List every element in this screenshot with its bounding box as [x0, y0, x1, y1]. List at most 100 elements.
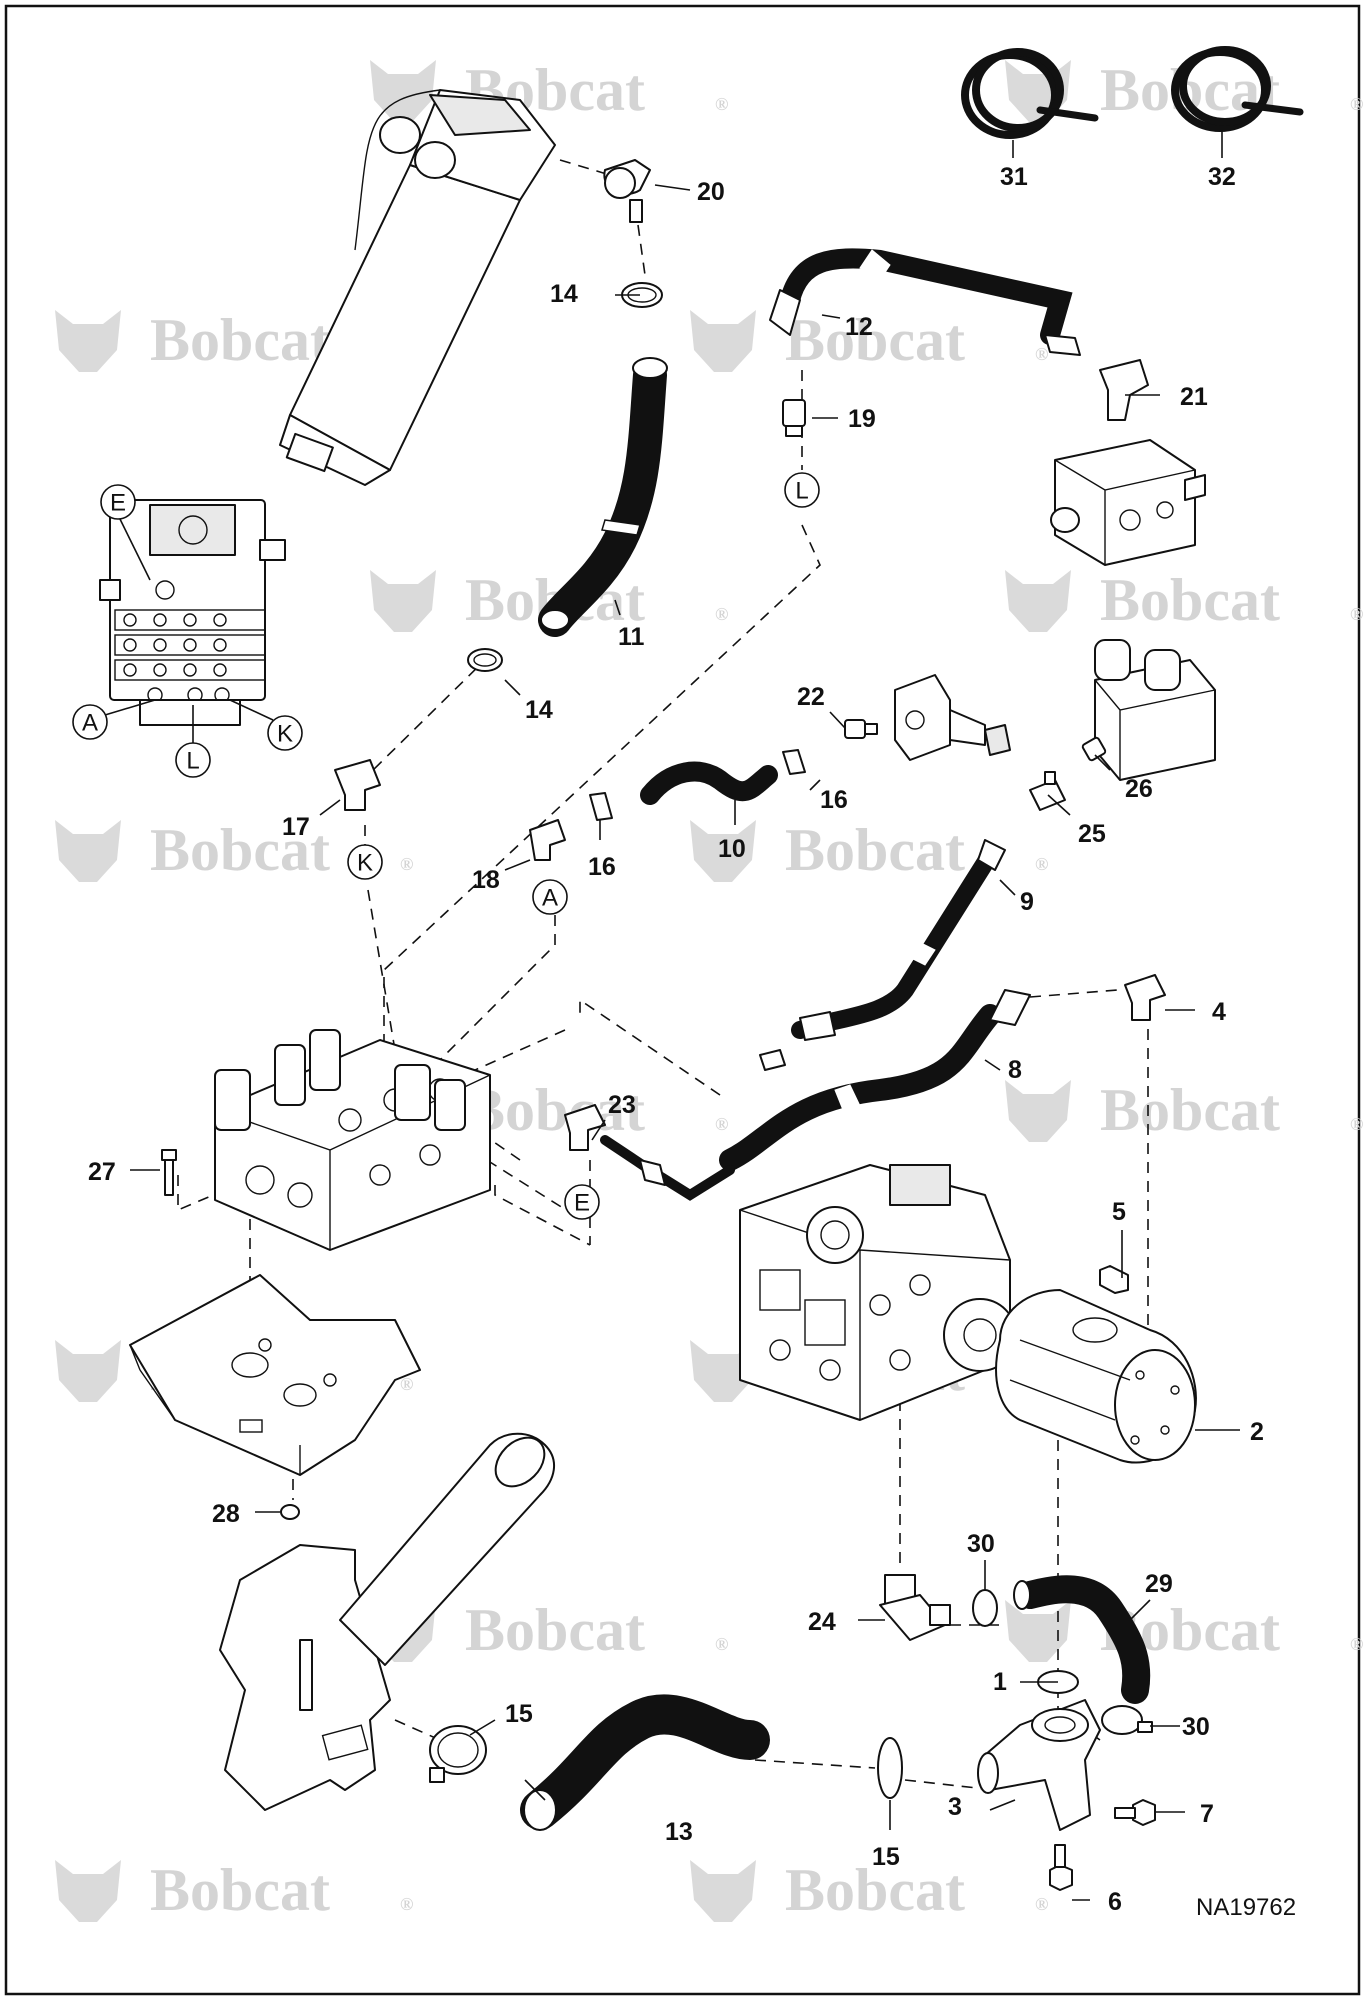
adapter-fitting-19 [782, 399, 806, 437]
connector-k-inset: K [229, 699, 303, 751]
elbow-fitting-20 [603, 159, 651, 223]
callout-21: 21 [1180, 383, 1208, 411]
hose-clamp-14-mid [467, 648, 503, 672]
hose-clamp-16-left [589, 792, 613, 821]
hose-clamp-30-lower [1101, 1705, 1153, 1735]
callout-12: 12 [845, 313, 873, 341]
bobcat-watermark: Bobcat® [1005, 567, 1363, 633]
callout-23: 23 [608, 1091, 636, 1119]
drawing-reference: NA19762 [1196, 1894, 1296, 1921]
bobcat-logo-icon [55, 1860, 121, 1922]
registered-mark: ® [1035, 344, 1048, 364]
callout-14-top: 14 [550, 280, 578, 308]
bobcat-watermark-text: Bobcat [785, 1857, 965, 1923]
callout-5: 5 [1112, 1198, 1126, 1226]
bolt-27 [161, 1149, 177, 1196]
hydraulic-hose-8 [719, 989, 1031, 1171]
callout-25: 25 [1078, 820, 1106, 848]
leader-lines [130, 130, 1240, 1901]
elbow-fitting-23 [564, 1104, 606, 1151]
callout-15-right: 15 [872, 1843, 900, 1871]
hose-clamp-15-left [429, 1725, 487, 1783]
bobcat-watermark-text: Bobcat [150, 307, 330, 373]
gear-pump-2 [995, 1289, 1197, 1464]
connector-a-inset: A [72, 699, 156, 740]
bobcat-watermark: Bobcat® [55, 1857, 413, 1923]
callout-19: 19 [848, 405, 876, 433]
elbow-fitting-17 [334, 759, 381, 811]
svg-text:L: L [795, 478, 808, 505]
bolt-5 [1099, 1265, 1129, 1294]
callout-17: 17 [282, 813, 310, 841]
svg-text:E: E [574, 1190, 590, 1217]
bobcat-logo-icon [55, 310, 121, 372]
callout-6: 6 [1108, 1888, 1122, 1916]
callout-13: 13 [665, 1818, 693, 1846]
callout-16-right: 16 [820, 786, 848, 814]
connector-e-main: E [564, 1184, 600, 1220]
bobcat-logo-icon [370, 570, 436, 632]
connector-markers: E A L K L K A [72, 472, 820, 1220]
bobcat-watermark-text: Bobcat [150, 817, 330, 883]
callout-29: 29 [1145, 1570, 1173, 1598]
callout-31: 31 [1000, 163, 1028, 191]
bolt-7 [1114, 1799, 1156, 1826]
connector-l-inset: L [175, 705, 211, 778]
bobcat-watermark-text: Bobcat [1100, 567, 1280, 633]
relief-valve [894, 674, 1011, 761]
hose-13 [520, 1694, 770, 1831]
elbow-fitting-4 [1124, 974, 1166, 1021]
registered-mark: ® [1035, 854, 1048, 874]
callout-15-left: 15 [505, 1700, 533, 1728]
hose-clamp-30-upper [972, 1589, 998, 1627]
hydraulic-reservoir [219, 1432, 555, 1811]
bobcat-watermark-text: Bobcat [785, 307, 965, 373]
callout-7: 7 [1200, 1800, 1214, 1828]
bobcat-watermark: Bobcat® [55, 817, 413, 883]
registered-mark: ® [400, 1374, 413, 1394]
bobcat-watermark: Bobcat ® [690, 307, 1048, 373]
callout-27: 27 [88, 1158, 116, 1186]
hose-clamp-15-right [877, 1737, 903, 1799]
callout-22: 22 [797, 683, 825, 711]
connector-a-main: A [532, 879, 568, 915]
bobcat-watermark-text: Bobcat [465, 1077, 645, 1143]
callout-24: 24 [808, 1608, 836, 1636]
inset-control-valve [99, 499, 286, 726]
bobcat-logo-icon [1005, 1080, 1071, 1142]
callout-1: 1 [993, 1668, 1007, 1696]
hydrostatic-pump [739, 1164, 1017, 1421]
registered-mark: ® [1350, 1114, 1363, 1134]
inlet-fitting-3 [977, 1699, 1101, 1831]
elbow-fitting-18 [529, 819, 566, 861]
elbow-fitting-21 [1099, 359, 1149, 421]
hose-clamp-16-right [782, 749, 806, 775]
callout-2: 2 [1250, 1418, 1264, 1446]
callout-8: 8 [1008, 1056, 1022, 1084]
bobcat-logo-icon [55, 820, 121, 882]
svg-text:A: A [82, 710, 98, 737]
callout-numbers: 1 2 3 4 5 6 7 8 9 10 11 12 13 14 14 15 1… [88, 163, 1264, 1916]
registered-mark: ® [400, 1894, 413, 1914]
connector-k-main: K [347, 844, 383, 880]
hydraulic-hose-9 [759, 839, 1006, 1071]
svg-text:E: E [110, 490, 126, 517]
callout-32: 32 [1208, 163, 1236, 191]
svg-text:K: K [277, 721, 293, 748]
registered-mark: ® [715, 1634, 728, 1654]
bobcat-logo-icon [690, 1860, 756, 1922]
bobcat-watermark: Bobcat® [55, 307, 413, 373]
bobcat-watermark: Bobcat® [690, 817, 1048, 883]
tee-fitting-25 [1029, 771, 1066, 811]
connector-e-inset: E [100, 484, 151, 581]
valve-block-top-right [1050, 439, 1206, 566]
callout-3: 3 [948, 1793, 962, 1821]
coiled-hose-31 [961, 48, 1099, 139]
callout-28: 28 [212, 1500, 240, 1528]
callout-30-upper: 30 [967, 1530, 995, 1558]
callout-26: 26 [1125, 775, 1153, 803]
main-control-valve [214, 1029, 491, 1251]
bobcat-watermark: Bobcat® [1005, 1077, 1363, 1143]
